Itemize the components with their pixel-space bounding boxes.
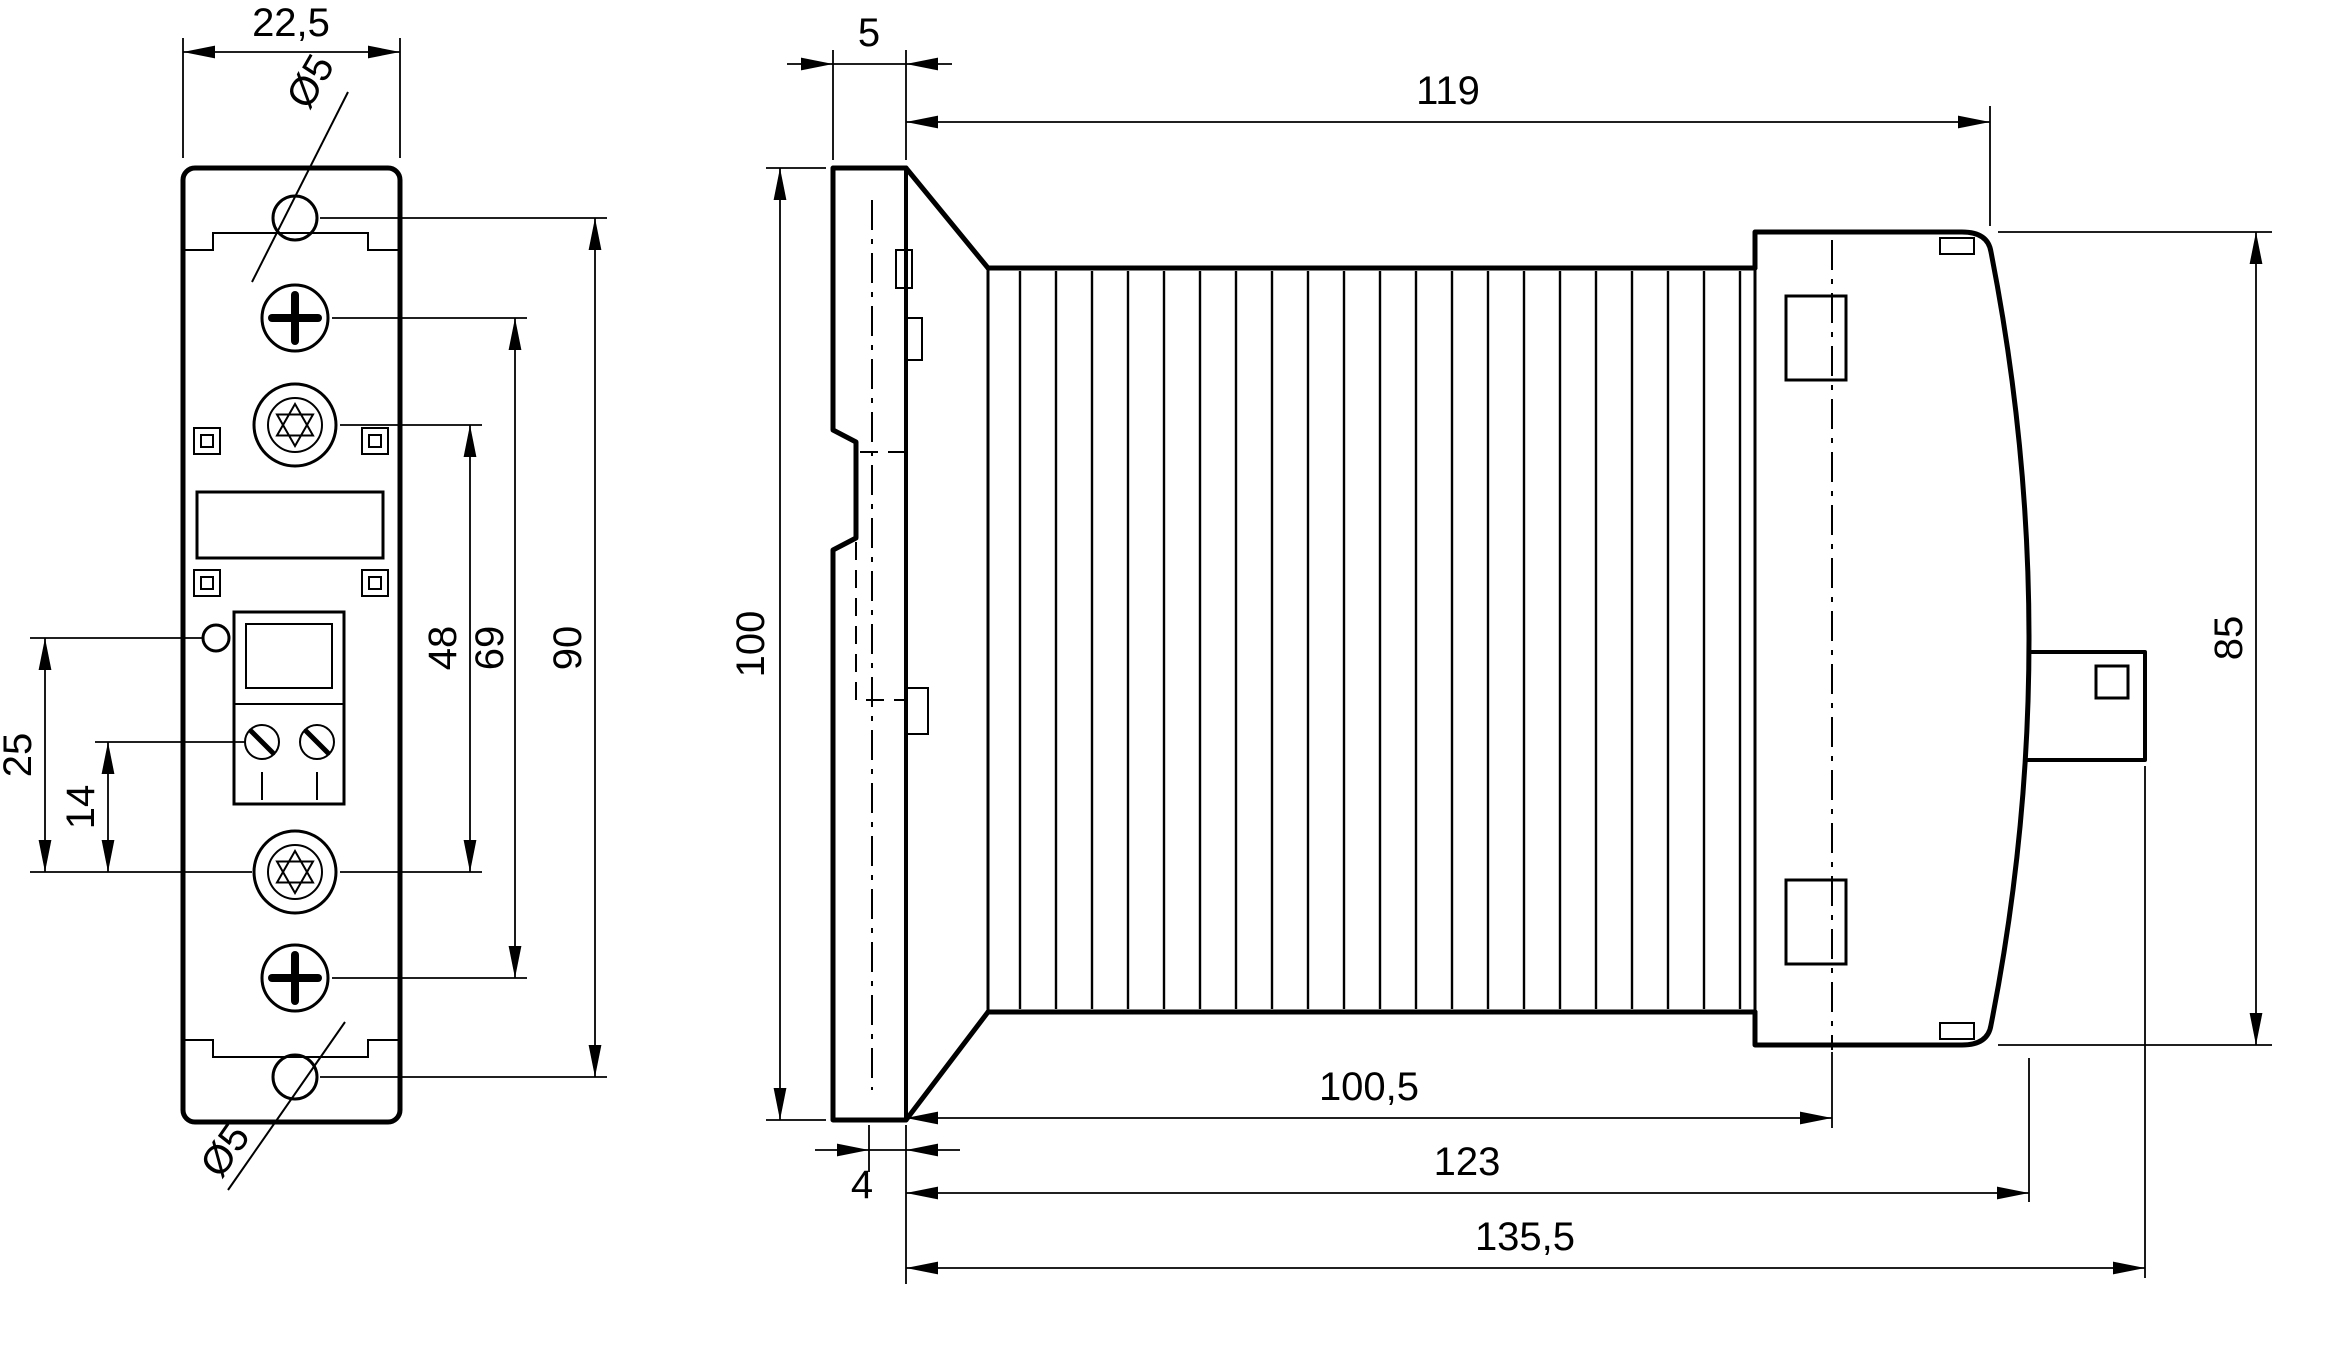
mounting-hole-bottom — [271, 1053, 319, 1101]
dim-label-85: 85 — [2207, 616, 2251, 661]
terminal-window-top — [1784, 294, 1848, 382]
control-terminal — [2027, 650, 2147, 762]
heatsink-fins — [1018, 271, 1742, 1009]
hole-bottom-leader — [227, 1021, 346, 1191]
dim-label-90: 90 — [546, 626, 590, 671]
dim-side-123: 123 — [906, 1058, 2030, 1202]
side-square-mid-left — [193, 569, 221, 597]
phillips-screw-bottom — [260, 943, 330, 1013]
dim-side-135-5: 135,5 — [906, 766, 2146, 1278]
torx-screw-top — [252, 382, 338, 468]
din-rail-profile-dashed — [855, 451, 906, 701]
dim-front-48: 48 — [340, 424, 482, 873]
rail-catch-top — [905, 317, 923, 361]
dim-side-5: 5 — [787, 11, 952, 160]
dim-label-25: 25 — [0, 733, 40, 778]
dim-side-85: 85 — [1998, 231, 2272, 1046]
dim-label-hole-top: Ø5 — [278, 47, 343, 115]
dim-front-69: 69 — [332, 317, 527, 979]
hole-top-leader — [251, 91, 349, 283]
plate-slot-top — [895, 249, 913, 289]
dim-label-hole-bottom: Ø5 — [192, 1116, 259, 1185]
din-rail-plate — [830, 165, 909, 1123]
dim-label-22-5: 22,5 — [252, 1, 330, 45]
phillips-screw-top — [260, 283, 330, 353]
housing-vent-bottom — [1939, 1022, 1975, 1040]
dim-front-width: 22,5 — [182, 1, 401, 158]
dim-label-100: 100 — [729, 611, 773, 678]
rail-catch-bottom — [905, 687, 929, 735]
dim-side-100-5: 100,5 — [905, 1052, 1833, 1284]
dim-label-69: 69 — [468, 626, 512, 671]
front-view — [180, 91, 403, 1191]
dim-front-14: 14 — [59, 741, 245, 872]
torx-screw-bottom — [252, 829, 338, 915]
dim-label-4: 4 — [851, 1163, 873, 1207]
dim-front-25: 25 — [0, 637, 252, 873]
side-square-mid-right — [361, 569, 389, 597]
dim-label-14: 14 — [59, 785, 103, 830]
side-square-top-left — [193, 427, 221, 455]
device-label-window — [195, 490, 385, 560]
top-tab-recess — [183, 232, 400, 251]
bottom-slant — [903, 1009, 991, 1123]
dim-side-4: 4 — [815, 1125, 960, 1207]
dim-front-90: 90 — [320, 217, 607, 1078]
housing-vent-top — [1939, 237, 1975, 255]
side-square-top-right — [361, 427, 389, 455]
status-led — [201, 623, 231, 653]
terminal-window-bottom — [1784, 878, 1848, 966]
dim-label-135-5: 135,5 — [1475, 1215, 1575, 1259]
dim-label-119: 119 — [1416, 69, 1480, 113]
side-view — [830, 165, 2147, 1123]
dim-label-5: 5 — [858, 11, 880, 55]
dim-label-123: 123 — [1434, 1140, 1501, 1184]
front-housing — [1752, 229, 2032, 1048]
dim-label-48: 48 — [421, 626, 465, 671]
bottom-tab-recess — [183, 1039, 400, 1058]
dim-side-119: 119 — [906, 69, 1991, 226]
device-body-front — [180, 165, 403, 1125]
dim-label-100-5: 100,5 — [1319, 1065, 1419, 1109]
dim-side-100: 100 — [729, 167, 826, 1121]
terminal-block — [232, 610, 346, 806]
top-slant — [903, 165, 991, 271]
